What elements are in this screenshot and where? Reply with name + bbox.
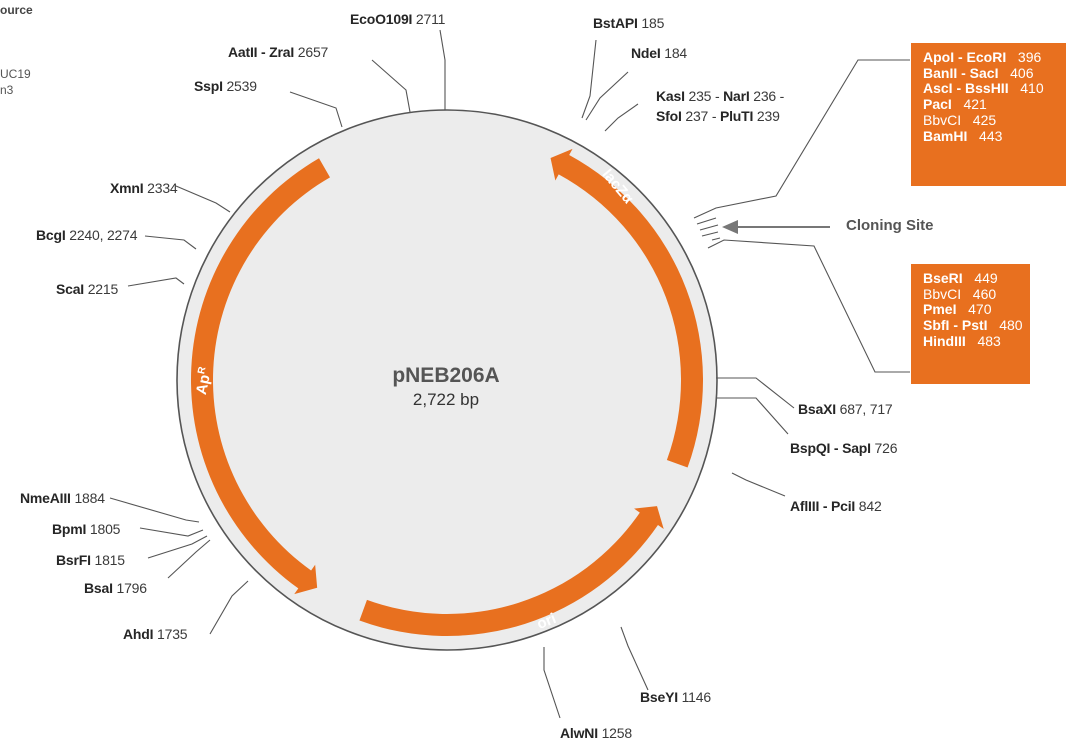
ori-arrow	[359, 506, 664, 636]
plasmid-name: pNEB206A	[392, 364, 500, 387]
site-label-kasi-nari: KasI 235 - NarI 236 -	[656, 88, 785, 104]
mcs-site: BbvCI 425	[923, 111, 997, 128]
site-label-xmni: XmnI 2334	[110, 180, 178, 196]
lacz-arrow	[550, 148, 703, 468]
mcs-box-top: ApoI - EcoRI 396 BanII - SacI 406 AscI -…	[911, 43, 1066, 186]
site-label-bsaxi: BsaXI 687, 717	[798, 401, 893, 417]
site-label-sspi: SspI 2539	[194, 78, 257, 94]
site-label-nmeaiii: NmeAIII 1884	[20, 490, 105, 506]
plasmid-title: pNEB206A 2,722 bp	[346, 364, 546, 410]
site-label-sfoi-pluti: SfoI 237 - PluTI 239	[656, 108, 780, 124]
site-label-ndei: NdeI 184	[631, 45, 688, 61]
mcs-site: BseRI 449	[923, 270, 998, 286]
legend-line: UC19	[0, 67, 31, 81]
site-label-bcgi: BcgI 2240, 2274	[36, 227, 138, 243]
feature-arrows	[191, 148, 703, 636]
site-label-ahdi: AhdI 1735	[123, 626, 188, 642]
mcs-site: BamHI 443	[923, 127, 1003, 144]
site-leader-lines	[109, 29, 910, 719]
site-label-bsai: BsaI 1796	[84, 580, 147, 596]
site-label-bseyi: BseYI 1146	[640, 689, 711, 705]
mcs-site: PacI 421	[923, 96, 987, 113]
legend-title: ource	[0, 3, 33, 17]
plasmid-size: 2,722 bp	[412, 390, 480, 409]
site-label-bstapi: BstAPI 185	[593, 15, 665, 31]
site-label-aatii-zrai: AatII - ZraI 2657	[228, 44, 329, 60]
cloning-site-label: Cloning Site	[846, 217, 934, 234]
mcs-site: BbvCI 460	[923, 285, 997, 302]
cloning-site-arrow	[722, 220, 830, 234]
mcs-site: BanII - SacI 406	[923, 64, 1034, 81]
plasmid-backbone-circle	[176, 109, 718, 651]
site-label-ecoo109i: EcoO109I 2711	[350, 11, 446, 27]
site-label-scai: ScaI 2215	[56, 281, 119, 297]
site-label-afliii-pcii: AflIII - PciI 842	[790, 498, 882, 514]
site-label-bsrfi: BsrFI 1815	[56, 552, 125, 568]
mcs-site: PmeI 470	[923, 301, 992, 318]
legend-line: n3	[0, 83, 14, 97]
site-label-bspqi-sapi: BspQI - SapI 726	[790, 440, 898, 456]
mcs-site: AscI - BssHII 410	[923, 80, 1044, 97]
apr-arrow	[191, 158, 330, 595]
mcs-site: SbfI - PstI 480	[923, 317, 1023, 334]
mcs-site: HindIII 483	[923, 332, 1001, 349]
mcs-site: ApoI - EcoRI 396	[923, 49, 1042, 65]
site-label-bpmi: BpmI 1805	[52, 521, 121, 537]
site-label-alwni: AlwNI 1258	[560, 725, 632, 741]
mcs-box-bottom: BseRI 449 BbvCI 460 PmeI 470 SbfI - PstI…	[911, 264, 1030, 384]
